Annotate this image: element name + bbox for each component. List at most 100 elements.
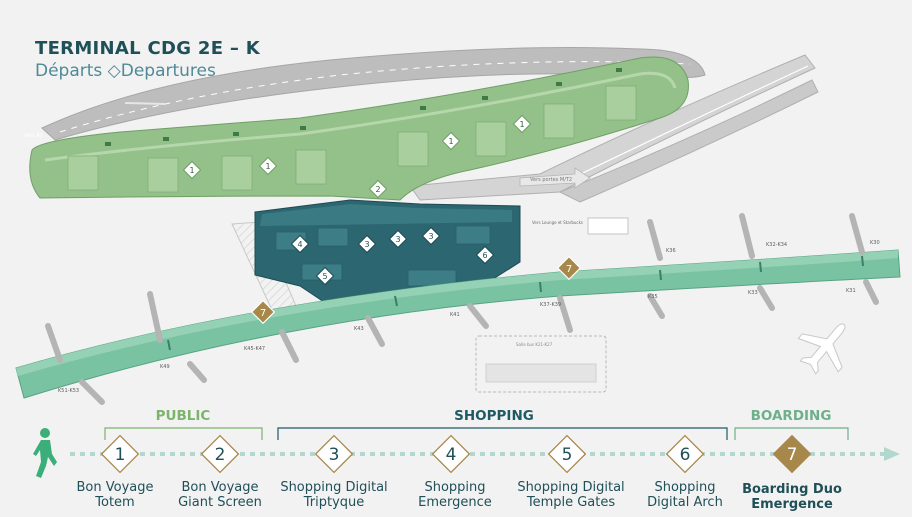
gate-label: K49 [160, 364, 170, 370]
marker-3[interactable]: 3 [357, 234, 377, 254]
gate-label: K36 [666, 248, 676, 254]
svg-text:1: 1 [265, 162, 270, 171]
road-label-gates: Vers portes M/T2 [530, 177, 572, 183]
step-3-label: Shopping Digital Triptyque [269, 480, 399, 510]
step-6-label: Shopping Digital Arch [620, 480, 750, 510]
gate-label: K43 [354, 326, 364, 332]
svg-text:2: 2 [375, 185, 380, 194]
step-1-label-line2: Totem [95, 495, 135, 510]
checkin-islands [67, 85, 637, 193]
svg-text:4: 4 [446, 445, 457, 465]
step-2-marker[interactable]: 2 [200, 434, 240, 474]
svg-text:4: 4 [297, 240, 302, 249]
road-label-a1: Vers A1 [24, 133, 43, 139]
lounge-sign [587, 217, 629, 235]
gate-label: K33 [748, 290, 758, 296]
gate-label: K35 [648, 294, 658, 300]
access-road [41, 47, 706, 141]
step-5-label-line2: Temple Gates [526, 495, 616, 510]
step-1-label: Bon Voyage Totem [50, 480, 180, 510]
boarding-bracket [734, 427, 849, 440]
marker-7[interactable]: 7 [250, 299, 276, 325]
viaduct-road [409, 54, 816, 201]
marker-1[interactable]: 1 [258, 156, 278, 176]
step-1-marker[interactable]: 1 [100, 434, 140, 474]
svg-text:3: 3 [329, 445, 340, 465]
gate-label: K31 [846, 288, 856, 294]
marker-2[interactable]: 2 [368, 179, 388, 199]
viaduct-rail [559, 65, 809, 185]
step-7-label-line1: Boarding Duo [742, 482, 842, 497]
step-5-label-line1: Shopping Digital [517, 480, 625, 495]
walking-person-icon [33, 428, 57, 478]
marker-4[interactable]: 4 [290, 234, 310, 254]
public-bracket [104, 427, 263, 440]
section-label-public: PUBLIC [155, 408, 211, 424]
gate-label: K41 [450, 312, 460, 318]
landside-terminal-highlight [44, 71, 677, 162]
shopping-bracket [277, 427, 728, 440]
svg-text:2: 2 [215, 445, 226, 465]
step-3-label-line2: Triptyque [303, 495, 365, 510]
step-7-marker[interactable]: 7 [772, 434, 812, 474]
svg-text:3: 3 [428, 232, 433, 241]
step-7-label-line2: Emergence [751, 497, 833, 512]
road-arrow [124, 102, 166, 105]
airplane-icon [797, 323, 846, 375]
marker-5[interactable]: 5 [315, 266, 335, 286]
svg-text:1: 1 [189, 166, 194, 175]
marker-3[interactable]: 3 [421, 226, 441, 246]
marker-1[interactable]: 1 [512, 114, 532, 134]
step-4-label: Shopping Emergence [390, 480, 520, 510]
svg-text:5: 5 [322, 272, 327, 281]
marker-1[interactable]: 1 [182, 160, 202, 180]
svg-text:1: 1 [115, 445, 126, 465]
bus-room-inner [485, 363, 597, 383]
gate-label: K32-K34 [766, 242, 787, 248]
arrow-right-icon [519, 167, 591, 189]
landside-flags [105, 68, 622, 146]
pier-joints [167, 255, 864, 351]
step-6-marker[interactable]: 6 [665, 434, 705, 474]
area-label-bus: Salle bus K21-K27 [516, 342, 553, 347]
page-subtitle: Départs ◇Departures [35, 61, 216, 81]
svg-text:5: 5 [562, 445, 573, 465]
svg-text:6: 6 [680, 445, 691, 465]
step-6-label-line1: Shopping [654, 480, 716, 495]
marker-3[interactable]: 3 [388, 229, 408, 249]
svg-text:7: 7 [566, 264, 572, 275]
step-3-marker[interactable]: 3 [314, 434, 354, 474]
road-lane-line [59, 61, 691, 133]
gate-label: K45-K47 [244, 346, 265, 352]
marker-6[interactable]: 6 [475, 245, 495, 265]
gate-label: K37-K39 [540, 302, 561, 308]
step-2-label: Bon Voyage Giant Screen [155, 480, 285, 510]
svg-text:3: 3 [364, 240, 369, 249]
svg-text:7: 7 [787, 445, 798, 465]
svg-text:1: 1 [519, 120, 524, 129]
step-1-label-line1: Bon Voyage [76, 480, 154, 495]
jet-bridges [45, 213, 879, 405]
viaduct-road-2 [558, 79, 819, 203]
marker-7[interactable]: 7 [556, 255, 582, 281]
svg-text:3: 3 [395, 235, 400, 244]
area-label-lounge: Vers Lounge et Starbucks [532, 220, 583, 225]
boarding-pier-top [16, 250, 898, 376]
svg-text:7: 7 [260, 308, 266, 319]
step-2-label-line2: Giant Screen [178, 495, 262, 510]
step-2-label-line1: Bon Voyage [181, 480, 259, 495]
section-label-shopping: SHOPPING [454, 408, 534, 424]
svg-text:6: 6 [482, 251, 487, 260]
shop-units [275, 225, 491, 287]
step-markers: 1 2 3 4 5 6 7 [100, 434, 812, 474]
gate-label: K51-K53 [58, 388, 79, 394]
map-markers: 1 1 1 1 2 3 3 3 [182, 114, 582, 325]
marker-1[interactable]: 1 [441, 131, 461, 151]
gate-label: K30 [870, 240, 880, 246]
step-4-marker[interactable]: 4 [431, 434, 471, 474]
step-4-label-line2: Emergence [418, 495, 492, 510]
step-5-label: Shopping Digital Temple Gates [506, 480, 636, 510]
step-3-label-line1: Shopping Digital [280, 480, 388, 495]
step-5-marker[interactable]: 5 [547, 434, 587, 474]
